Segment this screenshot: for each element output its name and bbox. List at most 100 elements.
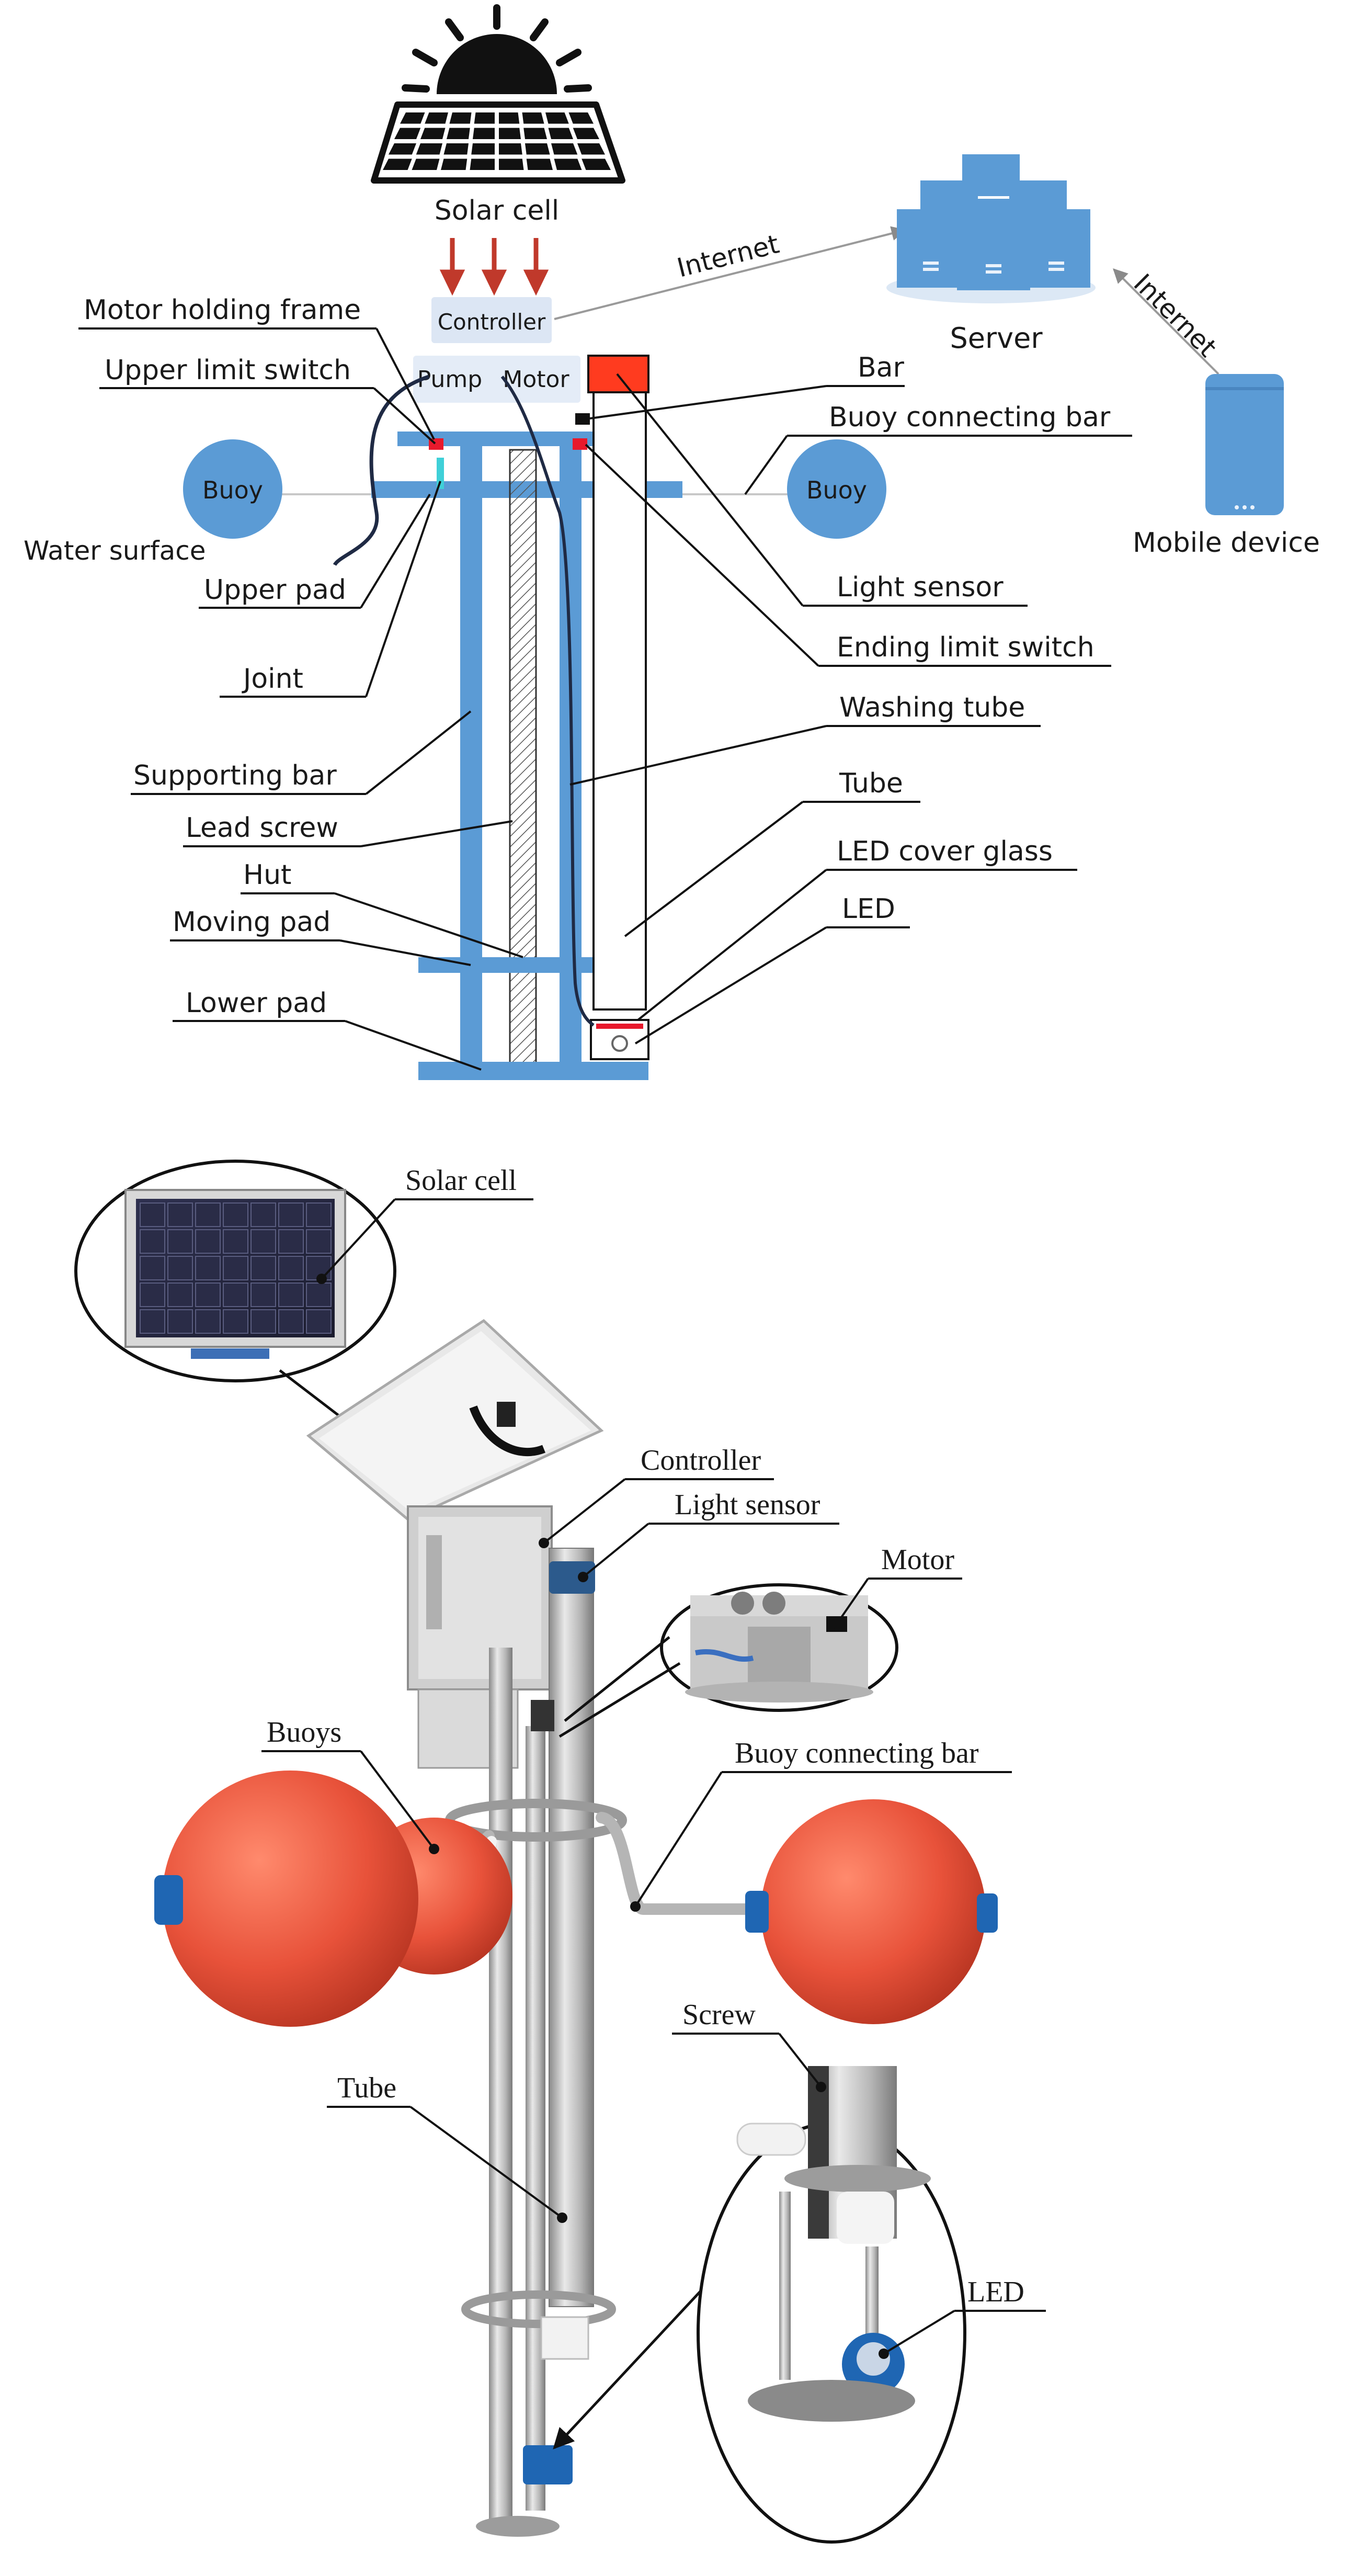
panel-cell (499, 112, 520, 124)
photo-solar-cell-dot (316, 1274, 327, 1284)
mobile-device-label: Mobile device (1133, 527, 1320, 559)
photo-controller-dot (539, 1538, 549, 1548)
controller-label: Controller (438, 309, 546, 335)
ending-limit-switch-leader (585, 444, 819, 667)
solar-panel-inset-image (124, 1189, 346, 1359)
photo-motor-dot (831, 1619, 842, 1629)
photo-led-dot (879, 2348, 889, 2359)
white-spacer (540, 2316, 589, 2360)
tube-device (549, 1548, 594, 2307)
ending-limit-switch-label: Ending limit switch (837, 632, 1095, 663)
buoy-left-device-icon (162, 1771, 418, 2027)
inset-panel-cell (250, 1229, 276, 1254)
panel-cell (441, 158, 468, 170)
panel-cell (526, 158, 553, 170)
photo-tube-dot (557, 2212, 567, 2223)
photo-buoys-leader (360, 1750, 435, 1850)
frame-post-left (471, 445, 476, 481)
motor-inset-image (685, 1592, 873, 1703)
buoy-right-cap-left (745, 1891, 769, 1933)
bar-leader (589, 385, 827, 419)
inset-panel-cell (223, 1202, 248, 1227)
inset-panel-cell (140, 1309, 165, 1334)
buoy-left-icon (183, 439, 282, 539)
panel-cell (473, 128, 495, 139)
wire-left (333, 375, 430, 566)
mobile-device-icon (1205, 374, 1284, 515)
upper-pad-leader (360, 493, 431, 609)
upper-limit-switch-leader (373, 387, 436, 445)
server-icon (886, 154, 1096, 303)
panel-cell (568, 112, 594, 124)
pole-left (489, 1648, 512, 2526)
panel-cell (545, 112, 569, 124)
inset-panel-cell (223, 1256, 248, 1280)
panel-cell (522, 112, 544, 124)
motor-inset-arrow (564, 1636, 670, 1722)
buoy-connecting-bar-label: Buoy connecting bar (829, 402, 1111, 433)
lower-pad-leader (345, 1020, 482, 1071)
lower-pad-label: Lower pad (186, 988, 327, 1019)
photo-buoys-label: Buoys (267, 1716, 341, 1749)
tube-body (592, 376, 647, 1011)
inset-panel-cell (140, 1229, 165, 1254)
panel-cell (416, 143, 442, 155)
panel-cell (400, 112, 425, 124)
moving-pad-label: Moving pad (173, 906, 330, 938)
inset-panel-cell (250, 1283, 276, 1307)
panel-cell (425, 112, 448, 124)
panel-cell (443, 143, 469, 155)
internet-link-mobile (1113, 268, 1219, 375)
washing-tube-label: Washing tube (839, 692, 1025, 723)
washing-tube-leader (569, 725, 827, 786)
pump-label: Pump (417, 366, 482, 393)
led-cover-glass-label: LED cover glass (837, 836, 1053, 867)
panel-cell (582, 158, 611, 170)
inset-panel-cell (140, 1202, 165, 1227)
buoy-right-icon (787, 439, 886, 539)
solar-panel-icon (371, 101, 625, 184)
motor-holding-frame-label: Motor holding frame (84, 294, 361, 326)
inset-panel-cell (250, 1256, 276, 1280)
light-sensor-leader (616, 373, 804, 607)
buoy-left-label: Buoy (202, 476, 263, 504)
panel-cell (499, 143, 522, 155)
led-cover-glass-leader (637, 869, 827, 1021)
supporting-bar-left (460, 445, 482, 1075)
photo-led-label: LED (967, 2276, 1024, 2308)
panel-cell (383, 158, 412, 170)
schematic-diagram: Solar cell Controller Pump Motor Interne… (24, 4, 1320, 1080)
supporting-bar-label: Supporting bar (133, 760, 337, 791)
panel-cell (499, 128, 521, 139)
led-leader (634, 926, 827, 1045)
photo-solar-cell-leader (321, 1198, 396, 1280)
photo-led-leader (883, 2310, 955, 2355)
pole-center (526, 1726, 545, 2511)
buoy-connecting-bar-leader (744, 435, 788, 495)
photo-light-sensor-leader (582, 1523, 649, 1578)
buoy-left-cap (154, 1875, 183, 1925)
pump-motor-box (413, 356, 580, 403)
photo-tube-label: Tube (337, 2072, 396, 2104)
photo-controller-label: Controller (641, 1444, 761, 1477)
sunlight-arrows (439, 238, 549, 296)
device-frame (333, 355, 682, 1080)
panel-cell (548, 128, 573, 139)
photo-motor-leader (836, 1578, 869, 1625)
solar-cell-label: Solar cell (435, 195, 560, 226)
lower-pad-bar (418, 1062, 648, 1080)
lead-screw (509, 449, 537, 1079)
hut-label: Hut (243, 859, 291, 891)
photo-screw-label: Screw (682, 1999, 756, 2031)
motor-inset-arrow-2 (558, 1662, 681, 1738)
joint-label: Joint (242, 663, 303, 695)
panel-cell (389, 143, 416, 155)
base-plate (476, 2516, 560, 2537)
led-inset-image (736, 2066, 931, 2422)
photo-controller-leader (543, 1478, 626, 1544)
panel-cell (523, 128, 547, 139)
panel-cell (577, 143, 605, 155)
panel-cell (412, 158, 440, 170)
